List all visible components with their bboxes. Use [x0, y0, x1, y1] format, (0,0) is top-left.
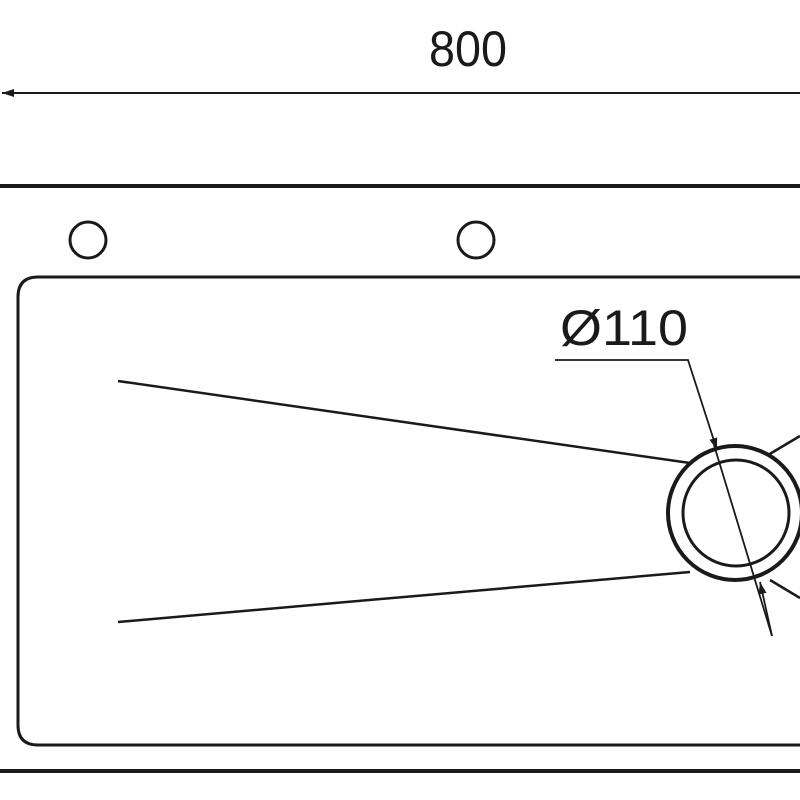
slope-line-top	[117, 379, 691, 465]
basin-outline	[16, 275, 800, 747]
diameter-label: Ø110	[560, 300, 688, 356]
diameter-axis	[713, 444, 773, 637]
tap-hole-left	[68, 220, 108, 260]
slope-line-right-top	[767, 434, 800, 457]
diameter-arrow-bottom	[758, 581, 773, 637]
slope-line-bottom	[117, 570, 691, 624]
slope-line-right-bottom	[769, 578, 800, 600]
drain-inner-ring	[681, 458, 791, 568]
width-label: 800	[429, 21, 507, 77]
diameter-leader	[555, 359, 718, 451]
tap-hole-right	[456, 220, 496, 260]
